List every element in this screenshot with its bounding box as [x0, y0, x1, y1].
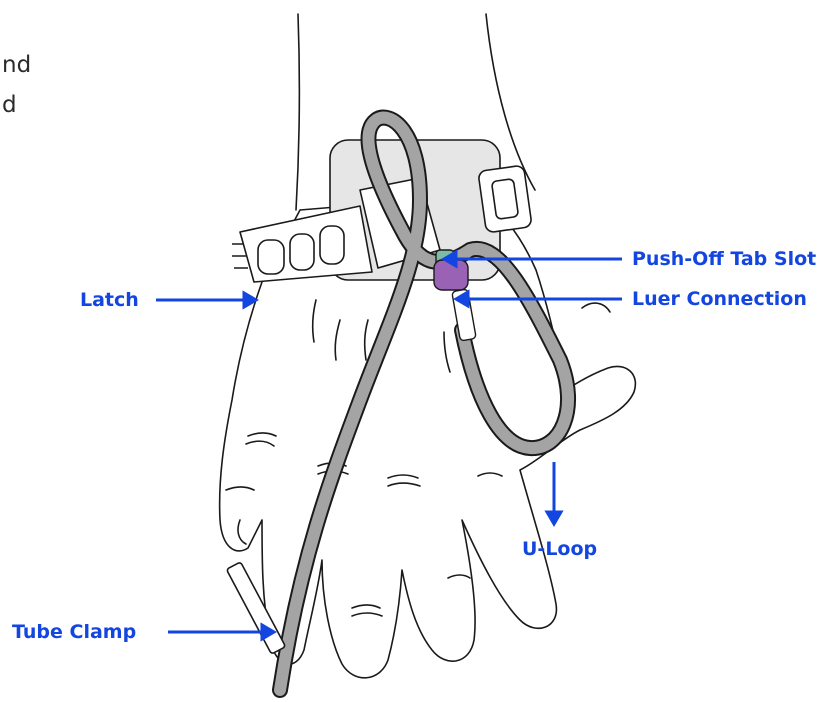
tube-clamp-label: Tube Clamp	[12, 621, 136, 643]
latch-label: Latch	[80, 289, 139, 311]
forearm-outline	[296, 14, 299, 210]
u-loop-arrowhead	[547, 512, 561, 524]
latch-loop-3	[320, 226, 344, 264]
latch-loop-2	[290, 234, 314, 270]
u-loop-label: U-Loop	[522, 538, 597, 560]
latch-loop-1	[258, 240, 284, 274]
thumb-nail	[582, 303, 610, 312]
push-off-tab-slot-label: Push-Off Tab Slot	[632, 248, 816, 270]
buckle-inner	[491, 179, 518, 220]
luer-connection-label: Luer Connection	[632, 288, 807, 310]
